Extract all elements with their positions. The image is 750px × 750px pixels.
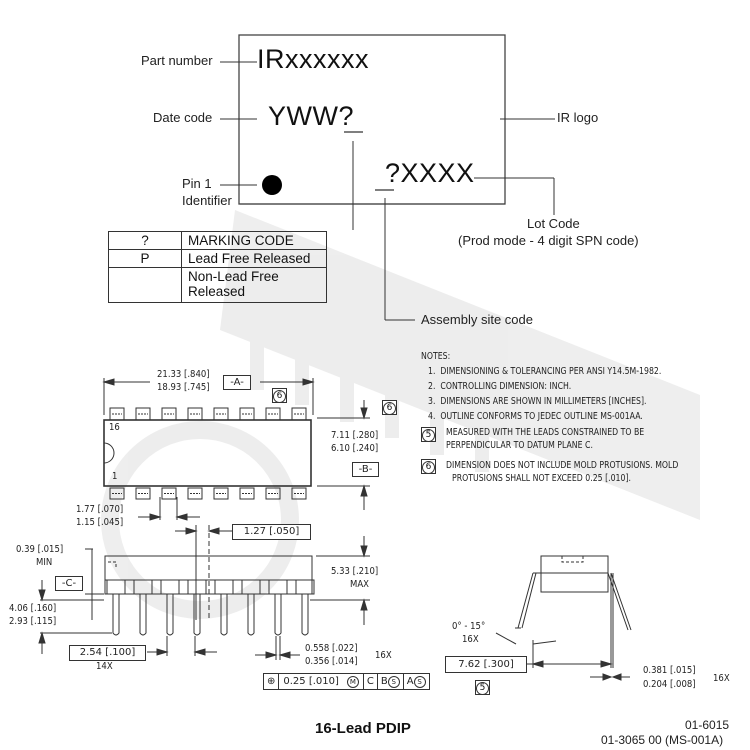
length-min: 18.93 [.745]	[157, 382, 210, 393]
note-6-cont: PROTUSIONS SHALL NOT EXCEED 0.25 [.010].	[452, 473, 631, 484]
note-2: 2. CONTROLLING DIMENSION: INCH.	[428, 381, 571, 392]
half-pitch-box: 1.27 [.050]	[232, 524, 311, 540]
width-max: 7.11 [.280]	[331, 430, 378, 441]
note-1: 1. DIMENSIONING & TOLERANCING PER ANSI Y…	[428, 366, 661, 377]
datum-c: -C-	[55, 576, 83, 591]
side-view-lead	[302, 594, 308, 635]
table-row: ? MARKING CODE	[109, 232, 327, 250]
part-number-label: Part number	[141, 53, 213, 68]
drawing-ref-1: 01-6015	[685, 718, 729, 732]
lead-thk-count: 16X	[375, 650, 392, 661]
note-4: 4. OUTLINE CONFORMS TO JEDEC OUTLINE MS-…	[428, 411, 643, 422]
datum-b: -B-	[352, 462, 379, 477]
lead-thk-min: 0.356 [.014]	[305, 656, 358, 667]
lead-angle-count: 16X	[462, 634, 479, 645]
side-view-lead	[275, 594, 281, 635]
note-6-ref-side: 6	[382, 400, 397, 415]
row-spacing-box: 7.62 [.300]	[445, 656, 527, 673]
width-min: 6.10 [.240]	[331, 443, 378, 454]
notes-heading: NOTES:	[421, 351, 450, 362]
rfs-icon: S	[414, 676, 426, 688]
tolerance-frame: ⊕ 0.25 [.010] M C BS AS	[263, 673, 430, 690]
lot-code-label: Lot Code	[527, 216, 580, 231]
rfs-icon: S	[388, 676, 400, 688]
lead-width-max: 1.77 [.070]	[76, 504, 123, 515]
assembly-site-label: Assembly site code	[421, 312, 533, 327]
lead-length-max: 4.06 [.160]	[9, 603, 56, 614]
marking-code-table: ? MARKING CODE P Lead Free Released Non-…	[108, 231, 327, 303]
pin1-dot-icon	[262, 175, 282, 195]
position-icon: ⊕	[264, 674, 279, 689]
table-row: P Lead Free Released	[109, 250, 327, 268]
pin1-num-label: 1	[112, 471, 117, 482]
pitch-box: 2.54 [.100]	[69, 645, 146, 661]
note-3: 3. DIMENSIONS ARE SHOWN IN MILLIMETERS […	[428, 396, 646, 407]
datum-a: -A-	[223, 375, 251, 390]
standoff-min: MIN	[36, 557, 52, 568]
package-title: 16-Lead PDIP	[315, 720, 411, 737]
end-lead-thk-max: 0.381 [.015]	[643, 665, 696, 676]
height-max: 5.33 [.210]	[331, 566, 378, 577]
pitch-count: 14X	[96, 661, 113, 672]
lead-thk-max: 0.558 [.022]	[305, 643, 358, 654]
note-6: DIMENSION DOES NOT INCLUDE MOLD PROTUSIO…	[446, 460, 678, 471]
lead-width-min: 1.15 [.045]	[76, 517, 123, 528]
note-5-badge: 5	[421, 427, 436, 442]
pin1-label-line2: Identifier	[182, 193, 232, 208]
mmc-icon: M	[347, 676, 359, 688]
length-max: 21.33 [.840]	[157, 369, 210, 380]
lot-value: ?XXXX	[385, 158, 475, 189]
date-code-value: YWW?	[268, 101, 354, 132]
drawing-ref-2: 01-3065 00 (MS-001A)	[601, 733, 723, 747]
end-lead-thk-min: 0.204 [.008]	[643, 679, 696, 690]
date-code-label: Date code	[153, 110, 212, 125]
end-lead-thk-count: 16X	[713, 673, 730, 684]
table-row: Non-Lead Free Released	[109, 268, 327, 303]
pin1-label: Pin 1	[182, 176, 212, 191]
height-max-sub: MAX	[350, 579, 369, 590]
side-view-lead	[113, 594, 119, 635]
note-6-badge: 6	[421, 459, 436, 474]
note-5-cont: PERPENDICULAR TO DATUM PLANE C.	[446, 440, 593, 451]
pin16-label: 16	[109, 422, 120, 433]
lead-length-min: 2.93 [.115]	[9, 616, 56, 627]
part-number-value: IRxxxxxx	[257, 44, 369, 75]
note-5: MEASURED WITH THE LEADS CONSTRAINED TO B…	[446, 427, 644, 438]
lead-angle: 0° - 15°	[452, 621, 485, 632]
ir-logo-label: IR logo	[557, 110, 598, 125]
lot-code-sub: (Prod mode - 4 digit SPN code)	[458, 233, 639, 248]
note-6-ref-top: 6	[272, 388, 287, 403]
standoff: 0.39 [.015]	[16, 544, 63, 555]
note-5-ref: 5	[475, 680, 490, 695]
